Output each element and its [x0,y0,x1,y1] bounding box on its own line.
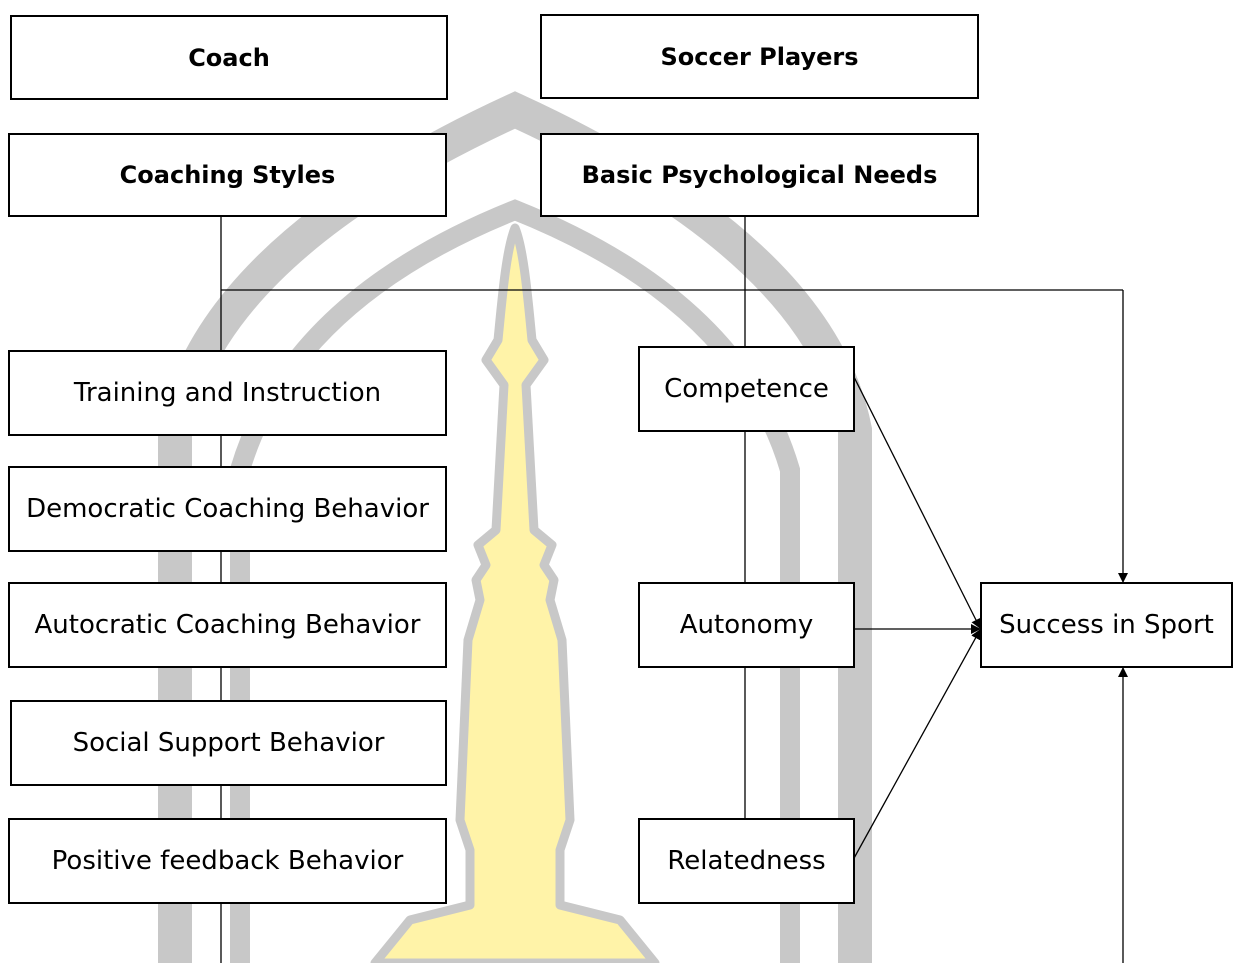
competence-arrow [852,374,981,629]
social-support-behavior-label: Social Support Behavior [72,728,385,758]
coach-header-label: Coach [188,43,270,72]
democratic-behavior-box: Democratic Coaching Behavior [8,466,447,552]
relatedness-label: Relatedness [667,846,826,876]
competence-box: Competence [638,346,855,432]
autonomy-label: Autonomy [679,610,814,640]
watermark-outer-arch [158,91,872,963]
success-in-sport-box: Success in Sport [980,582,1233,668]
soccer-players-header-label: Soccer Players [660,42,859,71]
autocratic-behavior-label: Autocratic Coaching Behavior [34,610,421,640]
coach-header-box: Coach [10,15,448,100]
social-support-behavior-box: Social Support Behavior [10,700,447,786]
soccer-players-header-box: Soccer Players [540,14,979,99]
autonomy-box: Autonomy [638,582,855,668]
basic-psychological-needs-label: Basic Psychological Needs [581,161,938,189]
success-in-sport-label: Success in Sport [999,610,1214,640]
watermark-spire [370,223,660,963]
coaching-styles-label: Coaching Styles [119,161,336,189]
training-instruction-label: Training and Instruction [73,378,382,408]
positive-feedback-behavior-label: Positive feedback Behavior [51,846,404,876]
basic-psychological-needs-box: Basic Psychological Needs [540,133,979,217]
positive-feedback-behavior-box: Positive feedback Behavior [8,818,447,904]
coaching-styles-box: Coaching Styles [8,133,447,217]
competence-label: Competence [664,374,829,404]
relatedness-arrow [852,629,981,861]
autocratic-behavior-box: Autocratic Coaching Behavior [8,582,447,668]
democratic-behavior-label: Democratic Coaching Behavior [26,494,429,524]
training-instruction-box: Training and Instruction [8,350,447,436]
relatedness-box: Relatedness [638,818,855,904]
